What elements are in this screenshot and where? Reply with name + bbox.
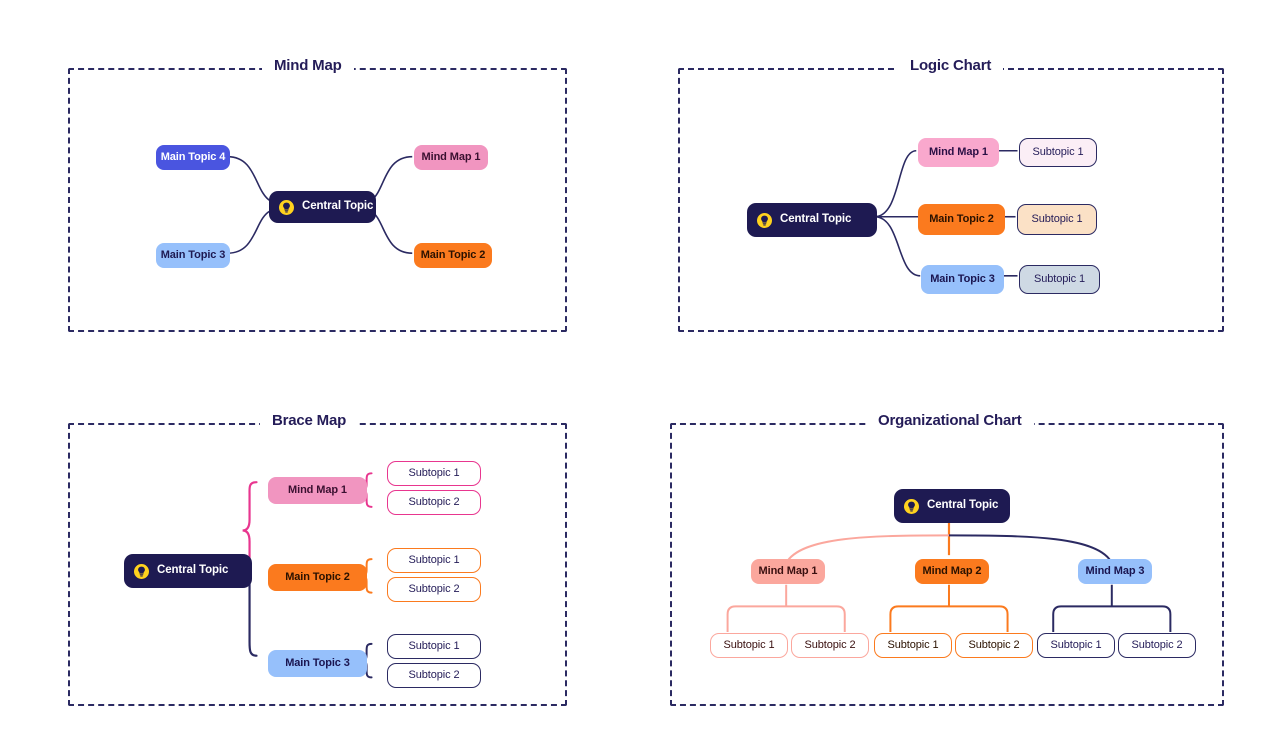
node-subtopic-2[interactable]: Subtopic 2 <box>387 663 481 688</box>
node-label: Mind Map 1 <box>421 151 481 163</box>
node-label: Main Topic 2 <box>285 571 350 583</box>
node-label: Subtopic 1 <box>1034 273 1085 285</box>
node-subtopic-2[interactable]: Subtopic 2 <box>387 577 481 602</box>
node-mind-map-1[interactable]: Mind Map 1 <box>268 477 367 504</box>
link-central-topic3 <box>874 215 921 277</box>
node-main-topic-2[interactable]: Main Topic 2 <box>414 243 492 268</box>
node-central-topic[interactable]: Central Topic <box>894 489 1010 523</box>
node-label: Main Topic 3 <box>160 249 226 261</box>
node-subtopic-1[interactable]: Subtopic 1 <box>1019 138 1097 167</box>
node-label: Subtopic 2 <box>968 639 1020 651</box>
link-mm1-children <box>726 584 846 633</box>
node-label: Main Topic 2 <box>420 249 486 261</box>
node-label: Main Topic 2 <box>929 213 994 225</box>
node-label: Central Topic <box>927 499 999 512</box>
link-central-topic4 <box>227 155 271 202</box>
node-subtopic-1[interactable]: Subtopic 1 <box>387 634 481 659</box>
node-mind-map-1[interactable]: Mind Map 1 <box>414 145 488 170</box>
node-main-topic-3[interactable]: Main Topic 3 <box>921 265 1004 294</box>
node-label: Mind Map 1 <box>288 484 347 496</box>
node-label: Mind Map 1 <box>758 565 818 577</box>
node-label: Subtopic 1 <box>1050 639 1102 651</box>
node-label: Subtopic 1 <box>887 639 939 651</box>
node-subtopic-1[interactable]: Subtopic 1 <box>710 633 788 658</box>
node-subtopic-2[interactable]: Subtopic 2 <box>955 633 1033 658</box>
link-mm3-children <box>1052 584 1172 633</box>
panel-logic-chart: Logic Chart C <box>678 57 1224 332</box>
node-mind-map-1[interactable]: Mind Map 1 <box>751 559 825 584</box>
lightbulb-icon <box>757 212 772 228</box>
node-mind-map-2[interactable]: Mind Map 2 <box>915 559 989 584</box>
lightbulb-icon <box>279 199 294 215</box>
brace-map-canvas: Central Topic Mind Map 1 Subtopic 1 Subt… <box>70 425 565 704</box>
node-main-topic-4[interactable]: Main Topic 4 <box>156 145 230 170</box>
panel-org-chart: Organizational Chart <box>670 412 1224 706</box>
node-label: Main Topic 3 <box>285 657 350 669</box>
node-subtopic-1[interactable]: Subtopic 1 <box>387 461 481 486</box>
node-label: Subtopic 1 <box>408 640 460 652</box>
node-label: Main Topic 4 <box>160 151 226 163</box>
node-subtopic-2[interactable]: Subtopic 2 <box>791 633 869 658</box>
node-label: Central Topic <box>302 200 374 213</box>
node-central-topic[interactable]: Central Topic <box>269 191 376 223</box>
lightbulb-icon <box>904 498 919 514</box>
node-subtopic-1[interactable]: Subtopic 1 <box>874 633 952 658</box>
node-label: Subtopic 2 <box>1131 639 1183 651</box>
node-label: Subtopic 2 <box>804 639 856 651</box>
node-subtopic-2[interactable]: Subtopic 2 <box>1118 633 1196 658</box>
panel-mind-map: Mind Map Cent <box>68 57 567 332</box>
node-label: Subtopic 1 <box>408 467 460 479</box>
link-central-mindmap1 <box>370 155 413 202</box>
mind-map-canvas: Central Topic Main Topic 4 Main Topic 3 … <box>70 70 565 330</box>
panel-title-org-chart: Organizational Chart <box>866 412 1034 429</box>
node-label: Mind Map 3 <box>1085 565 1145 577</box>
node-mind-map-3[interactable]: Mind Map 3 <box>1078 559 1152 584</box>
panel-title-logic-chart: Logic Chart <box>898 57 1004 74</box>
node-label: Subtopic 2 <box>408 496 460 508</box>
node-subtopic-2[interactable]: Subtopic 2 <box>387 490 481 515</box>
org-chart-canvas: Central Topic Mind Map 1 Subtopic 1 Subt… <box>672 425 1222 704</box>
logic-chart-canvas: Central Topic Mind Map 1 Subtopic 1 Main… <box>680 70 1222 330</box>
node-label: Central Topic <box>780 213 852 226</box>
node-label: Mind Map 1 <box>929 146 988 158</box>
node-main-topic-2[interactable]: Main Topic 2 <box>918 204 1005 235</box>
node-label: Main Topic 3 <box>930 273 995 285</box>
node-label: Central Topic <box>157 564 229 577</box>
node-main-topic-3[interactable]: Main Topic 3 <box>268 650 367 677</box>
node-central-topic[interactable]: Central Topic <box>747 203 877 237</box>
link-central-topic3 <box>227 210 271 254</box>
node-main-topic-3[interactable]: Main Topic 3 <box>156 243 230 268</box>
node-main-topic-2[interactable]: Main Topic 2 <box>268 564 367 591</box>
node-label: Subtopic 1 <box>408 554 460 566</box>
link-central-mindmap1 <box>874 149 917 218</box>
link-central-topic2 <box>370 210 413 254</box>
node-label: Subtopic 1 <box>723 639 775 651</box>
node-subtopic-1[interactable]: Subtopic 1 <box>1037 633 1115 658</box>
node-label: Subtopic 1 <box>1032 146 1084 158</box>
node-label: Subtopic 1 <box>1031 213 1083 225</box>
node-subtopic-1[interactable]: Subtopic 1 <box>387 548 481 573</box>
node-label: Subtopic 2 <box>408 669 460 681</box>
link-mm2-children <box>889 584 1009 633</box>
node-central-topic[interactable]: Central Topic <box>124 554 252 588</box>
node-subtopic-1[interactable]: Subtopic 1 <box>1019 265 1100 294</box>
panel-brace-map: Brace Map <box>68 412 567 706</box>
node-label: Mind Map 2 <box>922 565 982 577</box>
lightbulb-icon <box>134 563 149 579</box>
panel-title-mind-map: Mind Map <box>262 57 354 74</box>
panel-title-brace-map: Brace Map <box>260 412 359 429</box>
node-subtopic-1[interactable]: Subtopic 1 <box>1017 204 1097 235</box>
node-mind-map-1[interactable]: Mind Map 1 <box>918 138 999 167</box>
node-label: Subtopic 2 <box>408 583 460 595</box>
